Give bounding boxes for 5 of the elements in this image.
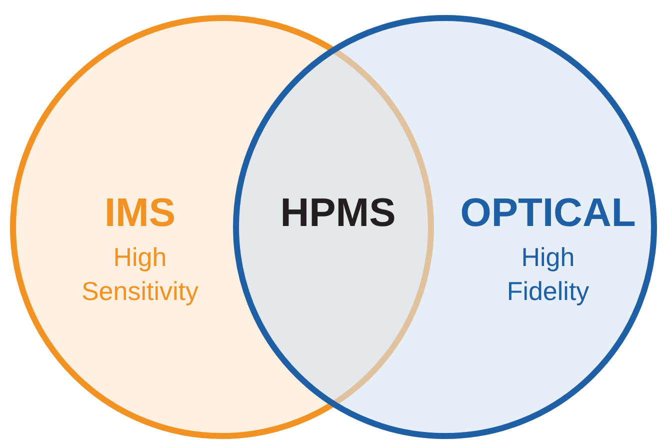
set-title: OPTICAL [459,190,637,236]
set-description: High Fidelity [506,241,590,308]
set-description: High Sensitivity [80,241,200,308]
overlap-label: HPMS [279,190,397,236]
set-title: IMS [103,190,177,236]
